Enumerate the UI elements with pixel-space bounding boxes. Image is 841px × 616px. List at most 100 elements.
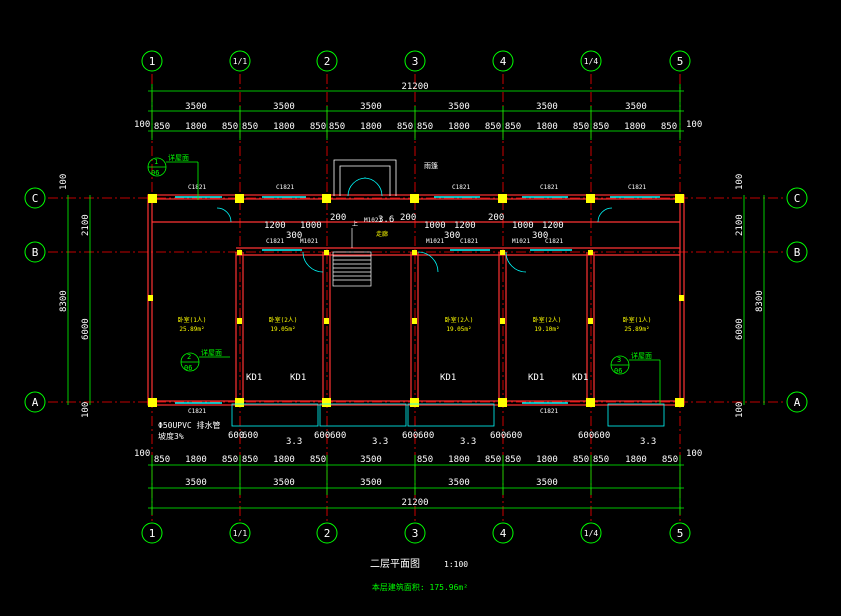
vdim-right-2100: 2100 (735, 214, 745, 236)
axis-label-5-top: 5 (677, 55, 684, 68)
window-mark-7: C1821 (540, 408, 558, 415)
windows (175, 196, 660, 404)
kd1-3: KD1 (440, 373, 456, 383)
axis-bubble-2-top (316, 50, 338, 72)
dim-1000-c: 1000 (512, 221, 534, 231)
canopy (333, 159, 397, 196)
door-mark-3: M1021 (426, 238, 444, 245)
detail-dim-top-4: 850 (242, 122, 258, 132)
drawing-title: 二层平面图 (370, 558, 420, 570)
detail-dim-top-5: 1800 (273, 122, 295, 132)
detail-dim-bottom-11: 850 (505, 455, 521, 465)
axis-label-1-top: 1 (149, 55, 156, 68)
dim-1200-c: 1200 (542, 221, 564, 231)
axis-label-1-1-bottom: 1/1 (233, 529, 248, 538)
detail-dim-top-17: 1800 (624, 122, 646, 132)
bay-dim-top-6: 3500 (625, 102, 647, 112)
axis-label-1-4-top: 1/4 (584, 57, 599, 66)
corridor-label: 走廊 (376, 230, 388, 238)
axis-label-1-4-bottom: 1/4 (584, 529, 599, 538)
window-mark-6: C1821 (188, 408, 206, 415)
detail-dim-bottom-9: 1800 (448, 455, 470, 465)
overall-dim-top: 21200 (401, 82, 428, 92)
balcony-dims: 600 600 600 600 600 600 600 600 600 600 … (228, 431, 656, 447)
dim-300-c: 300 (532, 231, 548, 241)
door-mark-2: M1021 (300, 238, 318, 245)
axis-labels-bottom: 1 1/1 2 3 4 1/4 5 (149, 527, 684, 540)
level-mark: 3.6 (378, 215, 394, 225)
detail-2-number: 2 (187, 353, 191, 361)
floor-area-note: 本层建筑面积: 175.96m² (372, 582, 468, 592)
axis-bubble-c-left (24, 187, 46, 209)
window-mark-1: C1821 (188, 184, 206, 191)
offset-bottom-left: 100 (134, 449, 150, 459)
room-2-area: 19.05m² (270, 326, 295, 333)
detail-1-label: 详屋面 (168, 153, 189, 162)
window-mark-10: C1821 (545, 238, 563, 245)
detail-dim-bottom-7: 3500 (360, 455, 382, 465)
bal-600-2: 600 (242, 431, 258, 441)
detail-dim-bottom-5: 1800 (273, 455, 295, 465)
detail-dim-bottom-4: 850 (242, 455, 258, 465)
overall-dim-bottom: 21200 (401, 498, 428, 508)
bal-600-6: 600 (418, 431, 434, 441)
dim-1200-a: 1200 (264, 221, 286, 231)
axis-bubble-2-bottom (316, 522, 338, 544)
axis-label-a-right: A (794, 396, 801, 409)
window-mark-9: C1821 (460, 238, 478, 245)
vertical-dim-labels: 100 2100 6000 8300 100 100 2100 6000 830… (59, 174, 765, 418)
detail-2-sheet: 06 (184, 364, 192, 372)
drain-notes: Φ50UPVC 排水管 坡度3% (158, 420, 221, 441)
vdim-right-6000: 6000 (735, 318, 745, 340)
bal-3-3-3: 3.3 (460, 437, 476, 447)
axis-label-c-left: C (32, 192, 39, 205)
axis-label-4-bottom: 4 (500, 527, 507, 540)
detail-dim-top-7: 850 (329, 122, 345, 132)
bal-600-8: 600 (506, 431, 522, 441)
room-3-area: 19.05m² (446, 326, 471, 333)
room-4-area: 19.10m² (534, 326, 559, 333)
axis-bubble-a-left (24, 391, 46, 413)
kd1-4: KD1 (528, 373, 544, 383)
detail-dim-top-14: 1800 (536, 122, 558, 132)
axis-bubble-4-bottom (492, 522, 514, 544)
axis-label-5-bottom: 5 (677, 527, 684, 540)
axis-bubble-1-1-top (229, 50, 251, 72)
room-1-area: 25.89m² (179, 326, 204, 333)
detail-1-sheet: 06 (151, 169, 159, 177)
window-mark-3: C1821 (452, 184, 470, 191)
axis-lines-vertical (151, 74, 681, 524)
detail-dim-bottom-3: 850 (222, 455, 238, 465)
annotation-marks: C1821 C1821 C1821 C1821 C1821 C1821 C182… (188, 161, 646, 415)
window-mark-8: C1821 (266, 238, 284, 245)
detail-dim-top-15: 850 (573, 122, 589, 132)
detail-dim-top-2: 1800 (185, 122, 207, 132)
axis-bubbles-top (141, 50, 691, 72)
vdim-right-total: 8300 (755, 290, 765, 312)
axis-label-1-bottom: 1 (149, 527, 156, 540)
detail-dim-top-11: 1800 (448, 122, 470, 132)
axis-label-2-bottom: 2 (324, 527, 331, 540)
doors (216, 177, 613, 273)
detail-dim-bottom-14: 850 (593, 455, 609, 465)
axis-bubble-c-right (786, 187, 808, 209)
axis-label-b-left: B (32, 246, 39, 259)
axis-bubble-1-4-top (580, 50, 602, 72)
dim-200-c: 200 (488, 213, 504, 223)
axis-labels-side: C B A C B A (32, 192, 801, 409)
detail-dim-bottom-16: 850 (662, 455, 678, 465)
detail-dim-bottom-15: 1800 (625, 455, 647, 465)
bal-3-3-4: 3.3 (640, 437, 656, 447)
detail-dim-top-10: 850 (417, 122, 433, 132)
bay-dim-bottom-1: 3500 (185, 478, 207, 488)
canopy-label: 雨篷 (424, 161, 438, 170)
axis-bubble-3-top (404, 50, 426, 72)
vdim-left-offset-top: 100 (59, 174, 69, 190)
detail-dim-top-1: 850 (154, 122, 170, 132)
axis-bubble-3-bottom (404, 522, 426, 544)
bay-dim-top-4: 3500 (448, 102, 470, 112)
dim-200-a: 200 (330, 213, 346, 223)
room-labels: 卧室(1人) 25.89m² 卧室(2人) 19.05m² 卧室(2人) 19.… (178, 316, 652, 333)
